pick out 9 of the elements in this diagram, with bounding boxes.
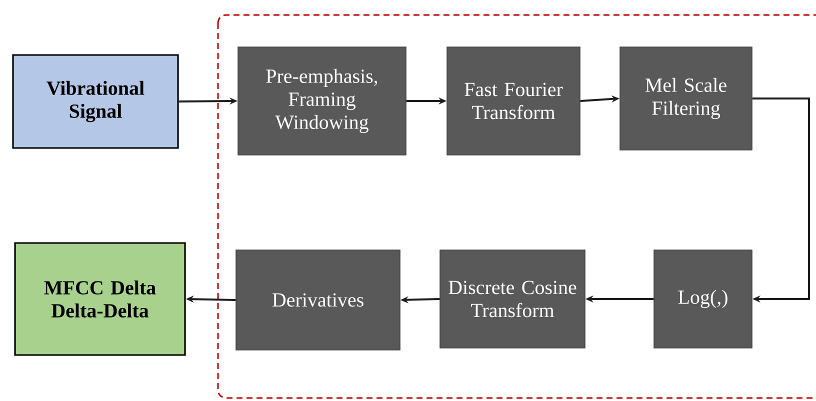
process-box: Pre-emphasis, Framing Windowing xyxy=(238,46,406,156)
process-box: Discrete Cosine Transform xyxy=(440,250,586,348)
process-box: Mel Scale Filtering xyxy=(620,46,752,150)
process-box: Log(,) xyxy=(654,250,752,348)
process-box: Fast Fourier Transform xyxy=(446,46,580,156)
input-box: Vibrational Signal xyxy=(12,54,179,149)
process-box: Derivatives xyxy=(236,250,400,350)
arrow xyxy=(752,98,810,303)
output-box: MFCC Delta Delta-Delta xyxy=(14,242,186,356)
